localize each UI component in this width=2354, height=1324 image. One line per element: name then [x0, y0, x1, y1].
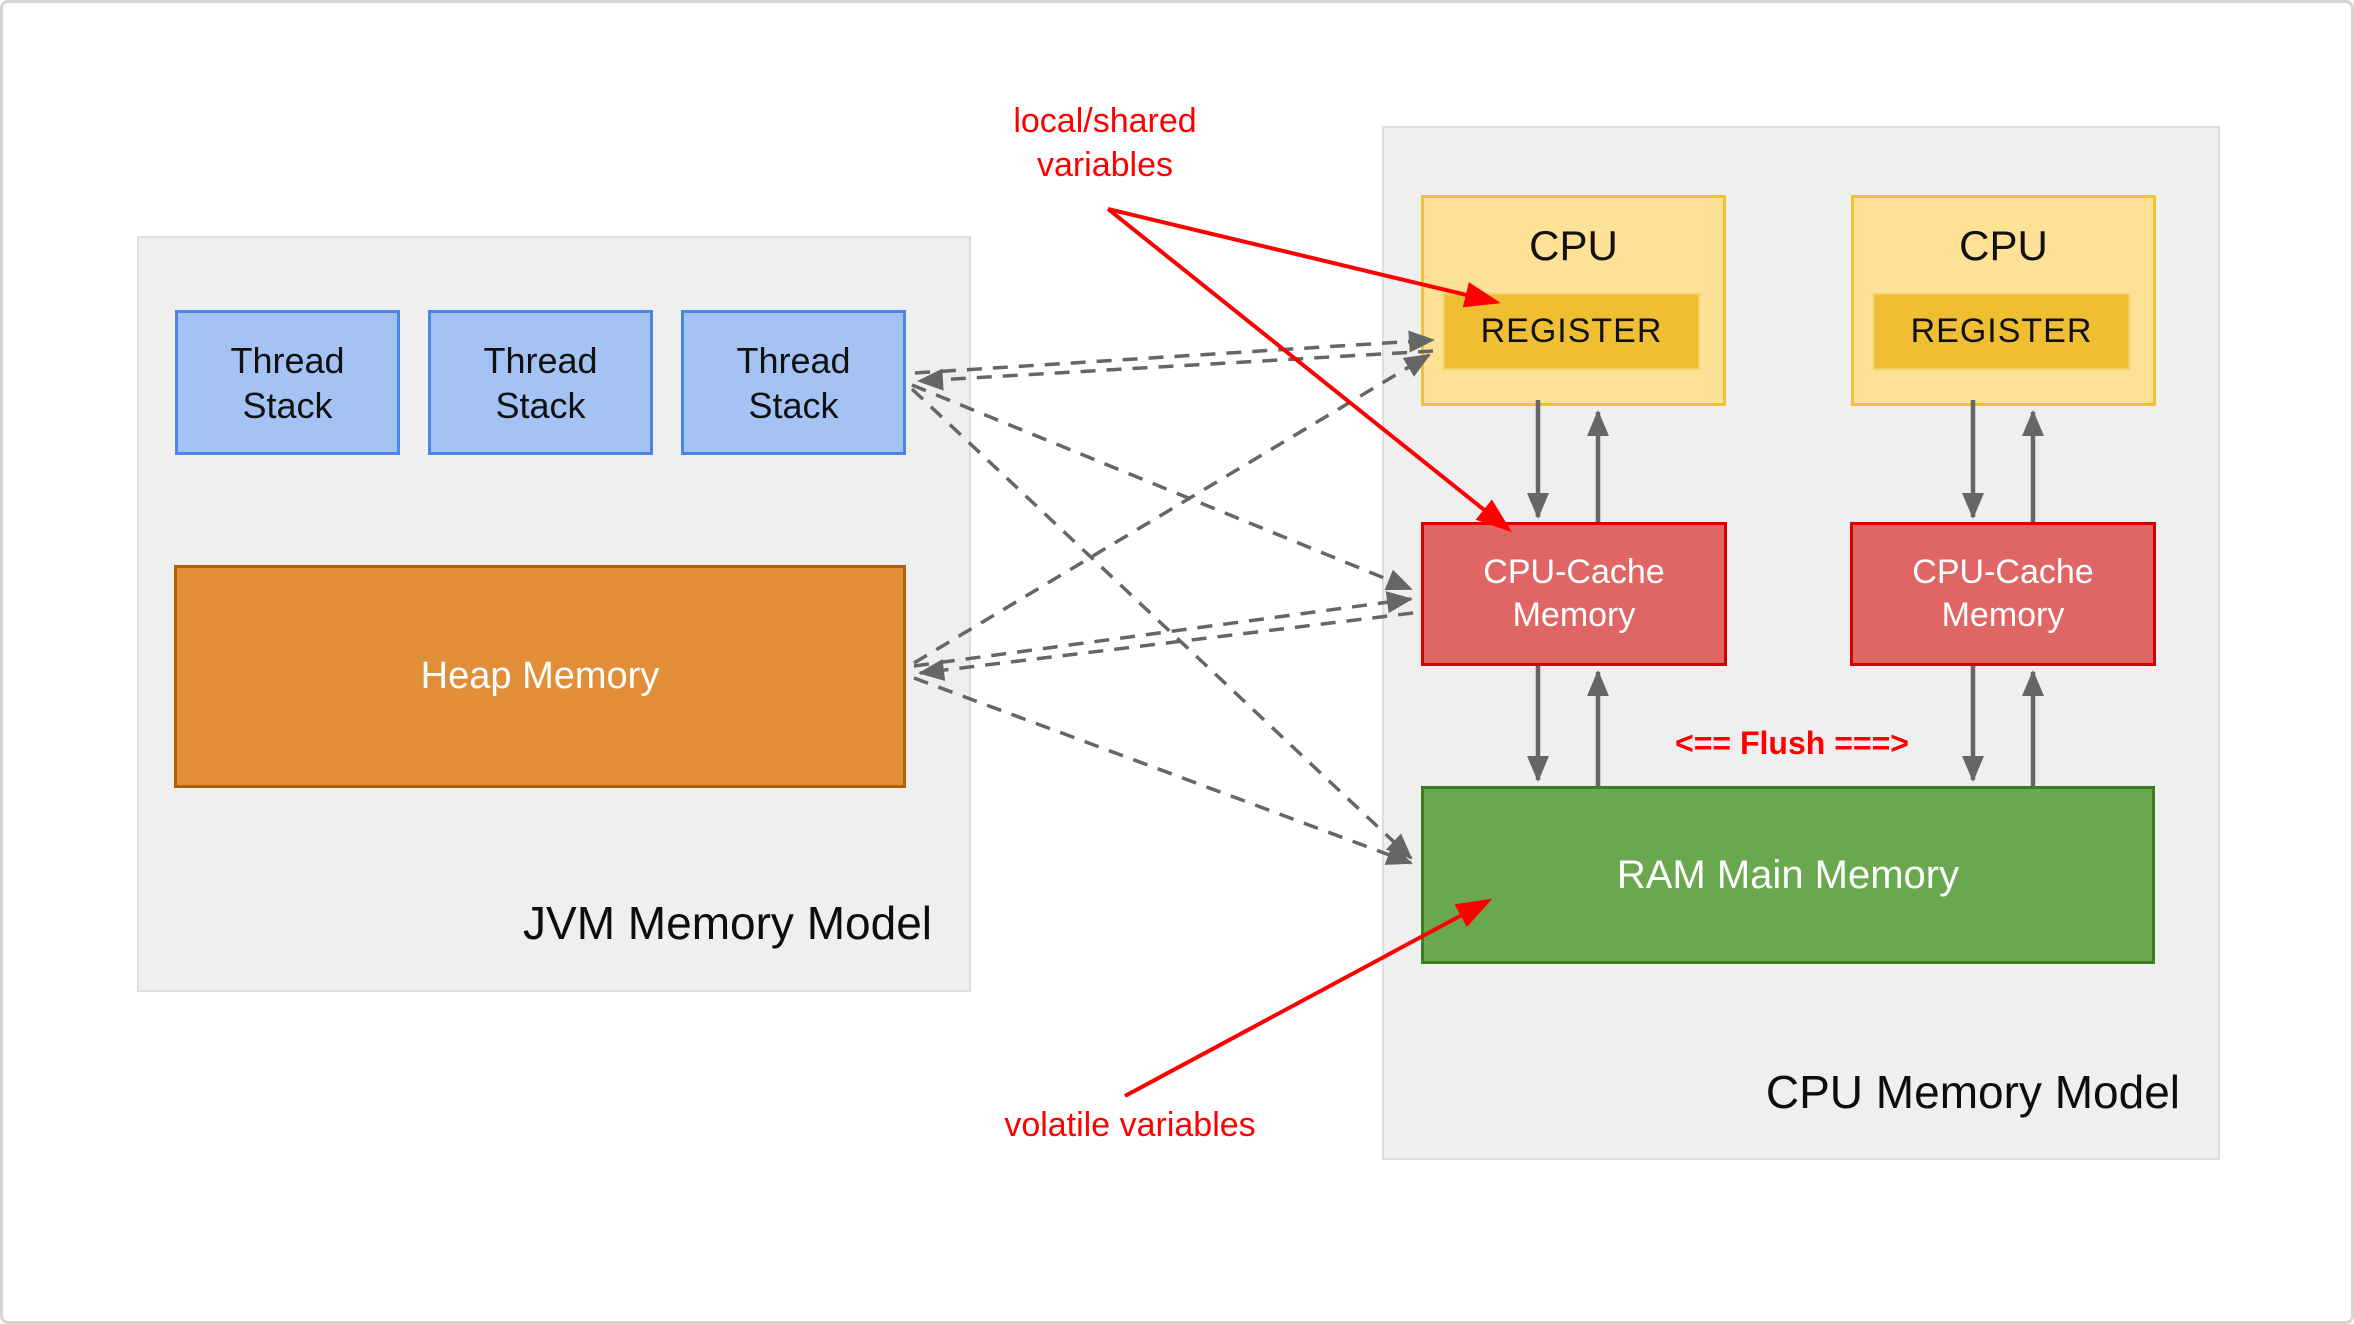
dashed-arrow-register-to-thread: [917, 349, 1434, 391]
register-label-1: REGISTER: [1480, 312, 1663, 350]
thread-stack-label-1: Thread Stack: [230, 339, 345, 426]
dashed-arrow-heap-to-ram: [913, 676, 1413, 865]
jvm-model-title: JVM Memory Model: [523, 897, 932, 949]
dashed-arrow-thread-to-register: [914, 330, 1435, 375]
cpu-cache-box-1: CPU-Cache Memory: [1421, 522, 1727, 666]
cpu-cache-label-1: CPU-Cache Memory: [1483, 553, 1665, 634]
heap-memory-label: Heap Memory: [420, 655, 660, 697]
cpu-cache-box-2: CPU-Cache Memory: [1850, 522, 2156, 666]
local-shared-variables-label: local/shared variables: [955, 99, 1255, 187]
heap-memory-box: Heap Memory: [174, 565, 906, 788]
volatile-variables-label: volatile variables: [1004, 1106, 1256, 1144]
local-shared-variables-line2: variables: [1036, 146, 1174, 184]
thread-stack-label-2: Thread Stack: [483, 339, 598, 426]
cpu-model-title: CPU Memory Model: [1765, 1066, 2180, 1118]
thread-stack-label-3: Thread Stack: [736, 339, 851, 426]
register-box-2: REGISTER: [1873, 293, 2130, 370]
thread-stack-box-1: Thread Stack: [175, 310, 400, 455]
cpu-label-1: CPU: [1529, 222, 1618, 269]
thread-stack-box-3: Thread Stack: [681, 310, 906, 455]
ram-main-memory-label: RAM Main Memory: [1616, 852, 1960, 897]
register-box-1: REGISTER: [1443, 293, 1700, 370]
cpu-label-2: CPU: [1959, 222, 2048, 269]
thread-stack-box-2: Thread Stack: [428, 310, 653, 455]
flush-label: <== Flush ===>: [1675, 725, 1909, 761]
dashed-arrow-thread-to-cache: [911, 383, 1413, 591]
local-shared-variables-line1: local/shared: [1013, 102, 1197, 140]
dashed-arrow-heap-to-register: [913, 353, 1431, 665]
ram-main-memory-box: RAM Main Memory: [1421, 786, 2155, 964]
dashed-arrow-cache-to-heap: [918, 611, 1414, 682]
register-label-2: REGISTER: [1910, 312, 2093, 350]
dashed-arrow-heap-to-cache: [913, 591, 1413, 668]
cpu-cache-label-2: CPU-Cache Memory: [1912, 553, 2094, 634]
dashed-arrow-thread-to-ram: [910, 387, 1413, 860]
